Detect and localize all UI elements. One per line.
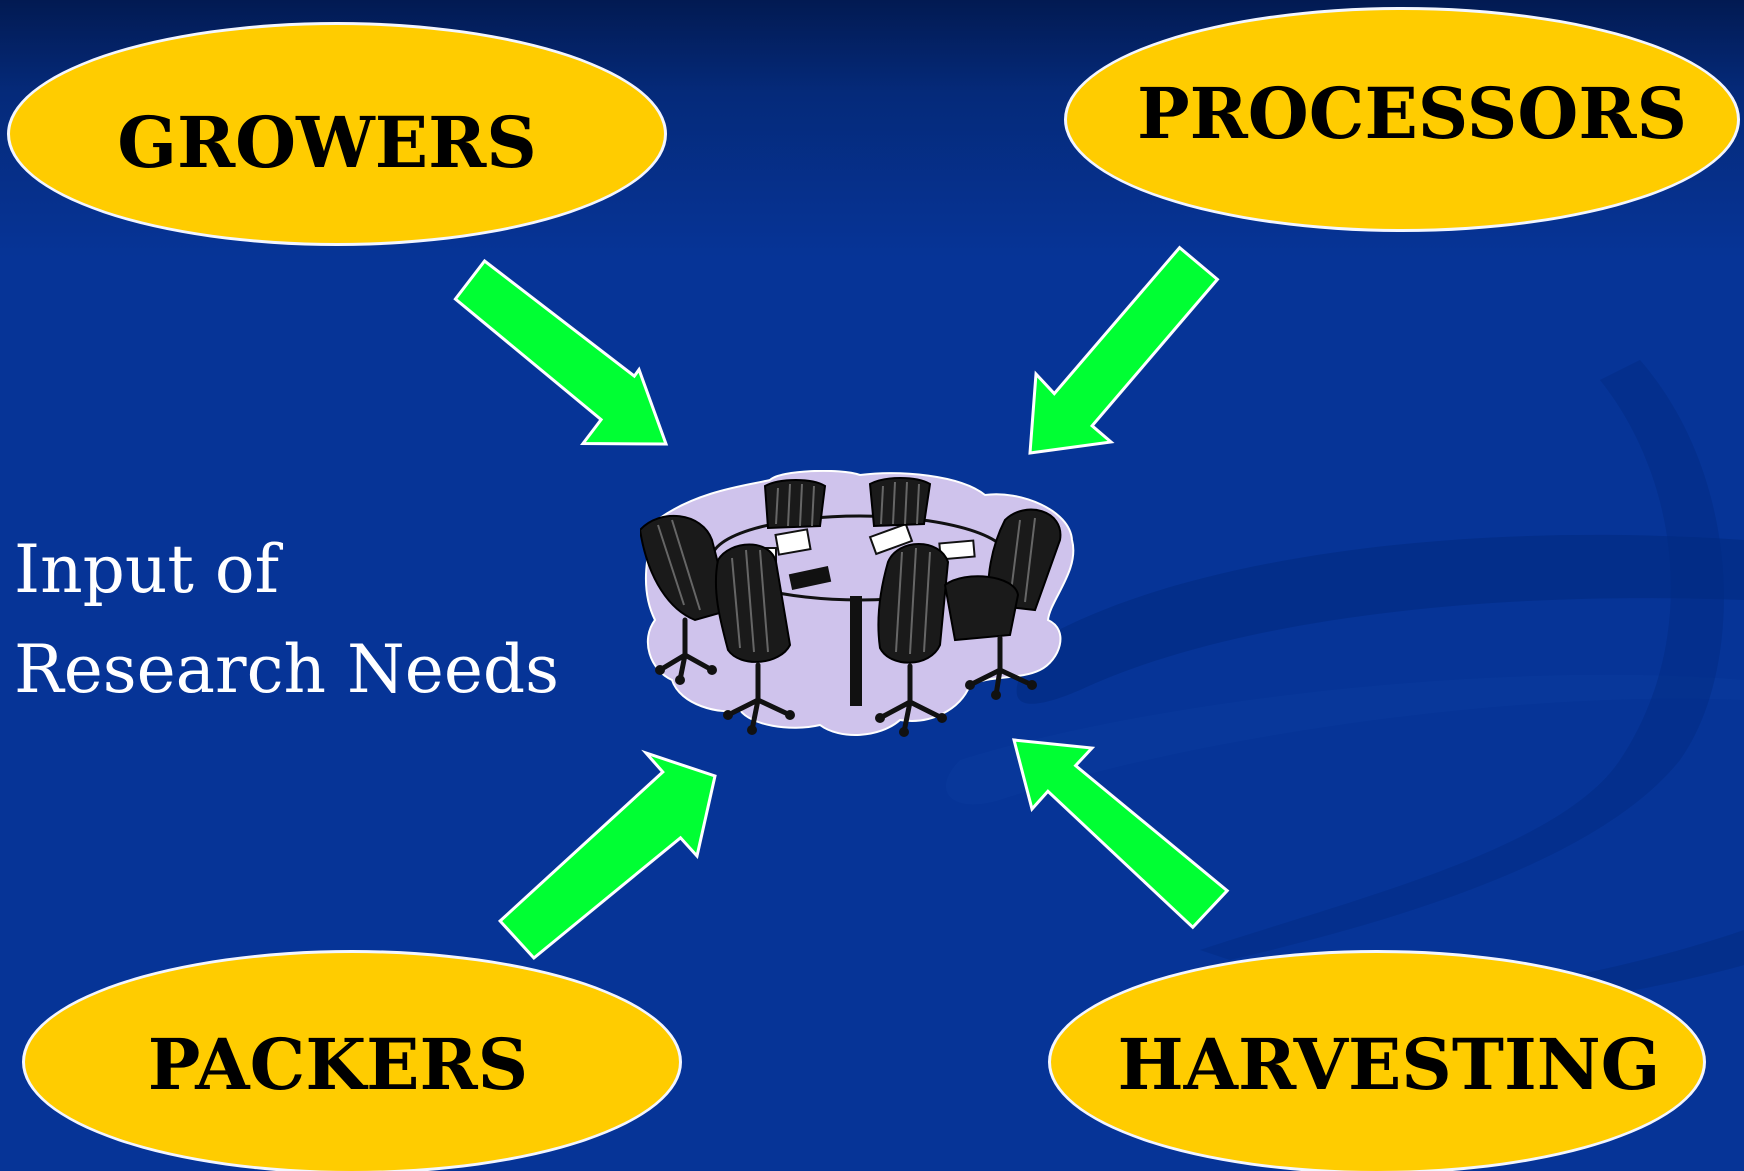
arrow-from-packers bbox=[497, 749, 717, 961]
node-processors-label: PROCESSORS bbox=[1136, 72, 1688, 155]
arrow-from-growers bbox=[453, 258, 669, 446]
node-processors: PROCESSORS bbox=[1064, 7, 1740, 232]
node-harvesting-label: HARVESTING bbox=[1117, 1022, 1661, 1106]
caption: Input of Research Needs bbox=[14, 520, 559, 720]
meeting-table-icon bbox=[640, 470, 1075, 737]
node-growers: GROWERS bbox=[7, 22, 667, 246]
caption-line-2: Research Needs bbox=[14, 631, 560, 708]
arrow-from-processors bbox=[1028, 245, 1220, 455]
node-packers: PACKERS bbox=[22, 950, 682, 1171]
caption-line-1: Input of bbox=[14, 531, 279, 608]
node-harvesting: HARVESTING bbox=[1048, 950, 1706, 1171]
node-packers-label: PACKERS bbox=[147, 1022, 529, 1106]
arrow-from-harvesting bbox=[1012, 738, 1230, 930]
node-growers-label: GROWERS bbox=[117, 100, 537, 184]
